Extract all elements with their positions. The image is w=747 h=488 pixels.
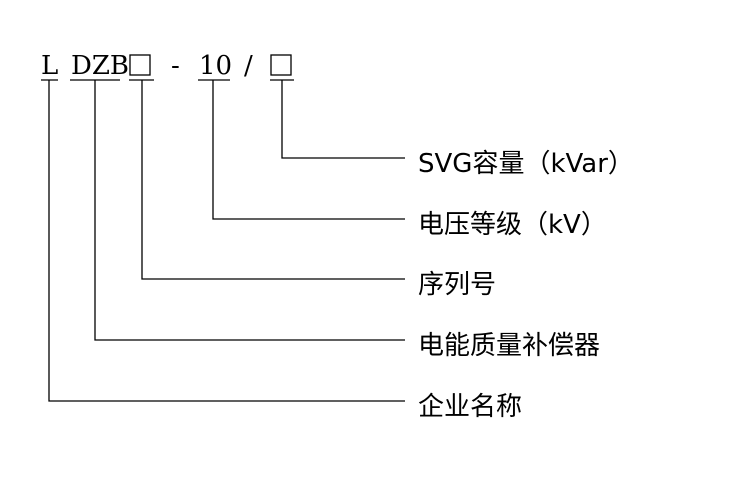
leader-capacity — [281, 80, 405, 159]
leader-product — [94, 80, 405, 341]
code-voltage: 10 — [199, 51, 232, 81]
code-slash: / — [244, 51, 253, 81]
code-company: L — [41, 51, 58, 81]
label-voltage-level: 电压等级（kV） — [418, 210, 607, 240]
code-serial-box — [129, 54, 151, 76]
leader-serial — [141, 80, 405, 280]
label-company-name: 企业名称 — [418, 392, 522, 422]
leader-voltage — [212, 80, 405, 220]
leader-lines — [48, 80, 405, 402]
label-power-quality-compensator: 电能质量补偿器 — [418, 331, 600, 361]
label-serial-number: 序列号 — [418, 270, 496, 300]
leader-company — [48, 80, 405, 402]
code-capacity-box — [270, 54, 292, 76]
model-code: L DZB - 10 / — [41, 51, 294, 81]
labels: SVG容量（kVar） 电压等级（kV） 序列号 电能质量补偿器 企业名称 — [418, 149, 634, 422]
code-dash: - — [171, 51, 180, 81]
label-svg-capacity: SVG容量（kVar） — [418, 149, 634, 179]
code-product: DZB — [71, 51, 129, 81]
